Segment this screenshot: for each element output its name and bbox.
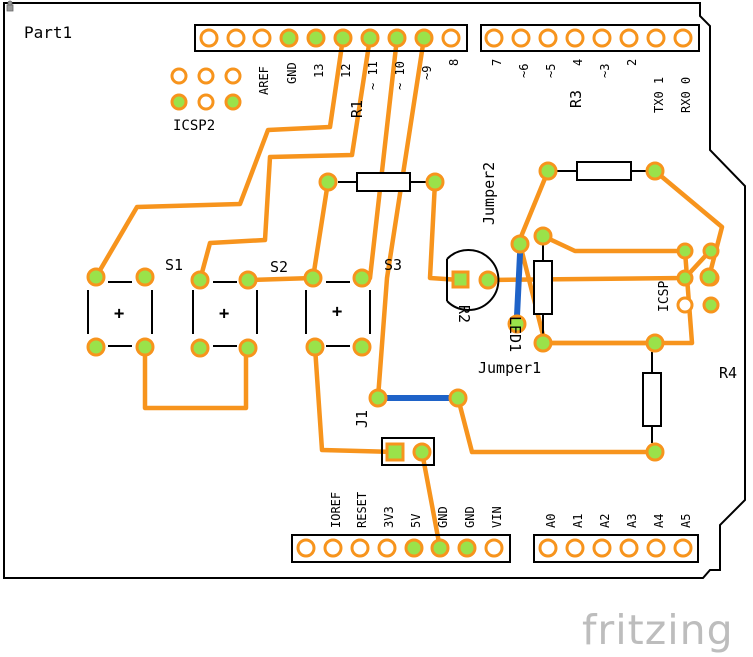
label-r1: R1 xyxy=(348,100,366,118)
j1-outline xyxy=(381,437,435,466)
switch-s3-symbol: + xyxy=(332,302,342,322)
svg-text:~5: ~5 xyxy=(544,64,558,78)
lock-icon xyxy=(6,0,14,12)
component-pads xyxy=(86,161,719,462)
label-j1: J1 xyxy=(353,410,371,428)
trace-s3-r1 xyxy=(310,179,331,281)
switches xyxy=(87,281,371,347)
top-labels-b: 7 ~6 ~5 4 ~3 2 TX0 1 RX0 0 xyxy=(490,59,693,113)
svg-text:RESET: RESET xyxy=(355,492,369,528)
trace-r2-icsp xyxy=(540,233,688,254)
svg-text:A4: A4 xyxy=(652,514,666,528)
board-outline xyxy=(3,2,746,579)
svg-text:IOREF: IOREF xyxy=(329,492,343,528)
trace-jumper1-r4 xyxy=(455,395,658,455)
svg-text:VIN: VIN xyxy=(490,506,504,528)
trace-j1-gnd xyxy=(419,449,443,551)
top-header-a xyxy=(194,24,468,52)
jumper2-wire xyxy=(514,251,523,319)
trace-9-r1 xyxy=(375,35,427,401)
label-s1: S1 xyxy=(165,256,183,274)
svg-text:~ 10: ~ 10 xyxy=(393,61,407,90)
trace-r3-icsp xyxy=(652,168,725,280)
label-jumper1: Jumper1 xyxy=(478,359,541,377)
svg-text:A0: A0 xyxy=(544,514,558,528)
svg-text:7: 7 xyxy=(490,59,504,66)
svg-text:~ 11: ~ 11 xyxy=(366,61,380,90)
label-s3: S3 xyxy=(384,256,402,274)
label-jumper2: Jumper2 xyxy=(480,162,498,225)
label-r2: R2 xyxy=(455,305,473,323)
trace-11-s2 xyxy=(197,35,373,283)
switch-s2-symbol: + xyxy=(219,304,229,324)
label-led1: LED1 xyxy=(506,316,524,352)
svg-text:~9: ~9 xyxy=(420,66,434,80)
jumpers xyxy=(375,251,523,401)
resistors xyxy=(338,161,662,443)
svg-text:~6: ~6 xyxy=(517,64,531,78)
trace-s3-j1 xyxy=(312,344,398,455)
label-r4: R4 xyxy=(719,364,737,382)
switch-s3-outline xyxy=(305,281,371,347)
svg-text:A5: A5 xyxy=(679,514,693,528)
svg-text:~3: ~3 xyxy=(598,64,612,78)
icsp2-label: ICSP2 xyxy=(173,118,215,134)
svg-text:12: 12 xyxy=(339,64,353,78)
resistor-r4-body xyxy=(642,372,662,427)
svg-text:A2: A2 xyxy=(598,514,612,528)
resistor-r1-body xyxy=(356,172,411,192)
svg-text:TX0 1: TX0 1 xyxy=(652,77,666,113)
svg-text:2: 2 xyxy=(625,59,639,66)
bottom-header-analog xyxy=(533,534,699,563)
svg-text:GND: GND xyxy=(285,62,299,84)
j1-pad-square xyxy=(385,442,405,462)
svg-text:A1: A1 xyxy=(571,514,585,528)
bottom-labels-power: IOREF RESET 3V3 5V GND GND VIN xyxy=(329,492,504,528)
led-outline xyxy=(446,249,500,311)
svg-text:13: 13 xyxy=(312,64,326,78)
svg-text:RX0 0: RX0 0 xyxy=(679,77,693,113)
svg-text:A3: A3 xyxy=(625,514,639,528)
pcb-board: Part1 xyxy=(3,0,746,579)
resistor-r3-body xyxy=(576,161,632,181)
led-pad-square xyxy=(451,270,470,289)
switch-s1-symbol: + xyxy=(114,304,124,324)
icsp-label: ICSP xyxy=(657,281,672,312)
trace-s1-s2 xyxy=(142,344,249,411)
top-header-b xyxy=(480,24,700,52)
switch-s1-outline xyxy=(87,281,153,347)
svg-text:GND: GND xyxy=(436,506,450,528)
trace-r1-led xyxy=(427,179,463,283)
label-s2: S2 xyxy=(270,258,288,276)
label-r3: R3 xyxy=(567,90,585,108)
svg-text:8: 8 xyxy=(447,59,461,66)
trace-12-s1 xyxy=(93,35,346,280)
board-name: Part1 xyxy=(24,23,72,42)
bottom-header-power xyxy=(291,534,511,563)
icsp2-pads xyxy=(170,67,242,111)
svg-text:AREF: AREF xyxy=(257,66,271,95)
resistor-r2-body xyxy=(533,260,553,315)
svg-text:4: 4 xyxy=(571,59,585,66)
trace-s2-s3 xyxy=(245,275,316,283)
component-labels: S1 S2 S3 R1 R3 R2 R4 Jumper2 LED1 Jumper… xyxy=(165,90,737,428)
svg-text:GND: GND xyxy=(463,506,477,528)
svg-text:5V: 5V xyxy=(409,514,423,528)
trace-r3-jumper2 xyxy=(515,168,551,247)
svg-text:3V3: 3V3 xyxy=(382,506,396,528)
bottom-labels-analog: A0 A1 A2 A3 A4 A5 xyxy=(544,514,693,528)
switch-s2-outline xyxy=(192,281,258,347)
top-labels-a: AREF GND 13 12 ~ 11 ~ 10 ~9 8 xyxy=(257,59,461,95)
fritzing-logo: fritzing xyxy=(582,606,734,654)
